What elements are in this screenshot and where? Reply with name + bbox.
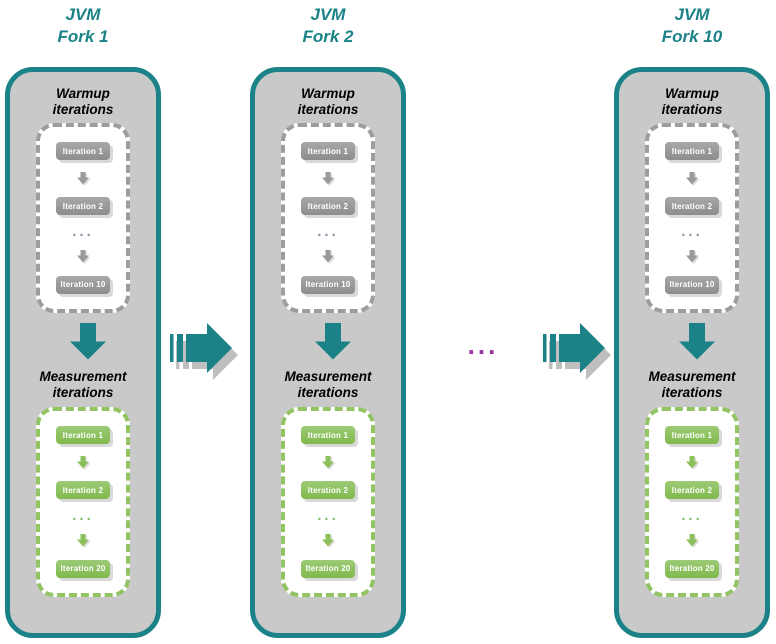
- fork-container: Warmup iterations Iteration 1 Iteration 2…: [5, 67, 161, 638]
- iteration-flow-arrow-icon: [321, 171, 336, 186]
- warmup-iteration-item: Iteration 2: [301, 197, 355, 216]
- warmup-iterations-ellipsis: ...: [72, 226, 94, 239]
- measurement-label-line1: Measurement: [648, 369, 736, 384]
- fork-title-line1: JVM: [310, 5, 346, 24]
- fork-title: JVM Fork 10: [594, 4, 776, 48]
- iteration-flow-arrow-icon: [685, 171, 700, 186]
- fork-title-line2: Fork 2: [302, 27, 354, 46]
- fork-transition-arrow-icon: [170, 323, 238, 380]
- warmup-iterations-box: Iteration 1 Iteration 2... Iteration 10: [281, 123, 375, 313]
- warmup-label-line2: iterations: [297, 102, 359, 117]
- iteration-flow-arrow-icon: [321, 534, 336, 549]
- iteration-flow-arrow-icon: [76, 534, 91, 549]
- iteration-flow-arrow-icon: [685, 534, 700, 549]
- measurement-label: Measurement iterations: [255, 369, 401, 401]
- warmup-iteration-item: Iteration 10: [301, 275, 355, 294]
- warmup-label-line2: iterations: [661, 102, 723, 117]
- forks-ellipsis: ...: [467, 334, 499, 358]
- warmup-label: Warmup iterations: [255, 86, 401, 118]
- measurement-label-line2: iterations: [52, 385, 114, 400]
- warmup-iteration-item: Iteration 2: [56, 197, 110, 216]
- fork-title-line2: Fork 1: [57, 27, 109, 46]
- iteration-flow-arrow-icon: [76, 250, 91, 265]
- measurement-iteration-item: Iteration 2: [301, 481, 355, 500]
- warmup-iterations-ellipsis: ...: [681, 226, 703, 239]
- measurement-iteration-item: Iteration 20: [665, 559, 719, 578]
- measurement-iteration-item: Iteration 1: [56, 426, 110, 444]
- warmup-label: Warmup iterations: [10, 86, 156, 118]
- fork-container: Warmup iterations Iteration 1 Iteration 2…: [250, 67, 406, 638]
- fork-title: JVM Fork 1: [0, 4, 181, 48]
- jvm-fork-column-3: JVM Fork 10 Warmup iterations Iteration …: [614, 0, 770, 644]
- measurement-iteration-item: Iteration 2: [665, 481, 719, 500]
- fork-title-line1: JVM: [674, 5, 710, 24]
- warmup-iteration-item: Iteration 1: [665, 142, 719, 160]
- warmup-label-line1: Warmup: [665, 86, 719, 101]
- fork-title: JVM Fork 2: [230, 4, 426, 48]
- iteration-flow-arrow-icon: [76, 171, 91, 186]
- measurement-label: Measurement iterations: [619, 369, 765, 401]
- fork-title-line1: JVM: [65, 5, 101, 24]
- measurement-iterations-ellipsis: ...: [317, 510, 339, 523]
- jvm-fork-column-2: JVM Fork 2 Warmup iterations Iteration 1…: [250, 0, 406, 644]
- measurement-iterations-ellipsis: ...: [681, 510, 703, 523]
- measurement-label-line1: Measurement: [284, 369, 372, 384]
- iteration-flow-arrow-icon: [685, 250, 700, 265]
- warmup-iterations-box: Iteration 1 Iteration 2... Iteration 10: [645, 123, 739, 313]
- warmup-to-measurement-arrow-icon: [679, 323, 715, 360]
- measurement-iteration-item: Iteration 2: [56, 481, 110, 500]
- measurement-label: Measurement iterations: [10, 369, 156, 401]
- warmup-to-measurement-arrow-icon: [70, 323, 106, 360]
- iteration-flow-arrow-icon: [76, 455, 91, 470]
- measurement-iterations-ellipsis: ...: [72, 510, 94, 523]
- iteration-flow-arrow-icon: [321, 250, 336, 265]
- jvm-fork-column-1: JVM Fork 1 Warmup iterations Iteration 1…: [5, 0, 161, 644]
- warmup-iteration-item: Iteration 1: [56, 142, 110, 160]
- warmup-label-line1: Warmup: [301, 86, 355, 101]
- fork-container: Warmup iterations Iteration 1 Iteration 2…: [614, 67, 770, 638]
- warmup-iteration-item: Iteration 10: [56, 275, 110, 294]
- measurement-iterations-box: Iteration 1 Iteration 2... Iteration 20: [645, 407, 739, 597]
- warmup-iteration-item: Iteration 1: [301, 142, 355, 160]
- iteration-flow-arrow-icon: [321, 455, 336, 470]
- measurement-iterations-box: Iteration 1 Iteration 2... Iteration 20: [36, 407, 130, 597]
- warmup-iterations-box: Iteration 1 Iteration 2... Iteration 10: [36, 123, 130, 313]
- fork-title-line2: Fork 10: [661, 27, 723, 46]
- warmup-iterations-ellipsis: ...: [317, 226, 339, 239]
- measurement-iteration-item: Iteration 20: [56, 559, 110, 578]
- warmup-label-line2: iterations: [52, 102, 114, 117]
- warmup-iteration-item: Iteration 10: [665, 275, 719, 294]
- iteration-flow-arrow-icon: [685, 455, 700, 470]
- measurement-label-line2: iterations: [297, 385, 359, 400]
- warmup-to-measurement-arrow-icon: [315, 323, 351, 360]
- warmup-label: Warmup iterations: [619, 86, 765, 118]
- measurement-label-line1: Measurement: [39, 369, 127, 384]
- measurement-iteration-item: Iteration 1: [301, 426, 355, 444]
- measurement-label-line2: iterations: [661, 385, 723, 400]
- warmup-iteration-item: Iteration 2: [665, 197, 719, 216]
- measurement-iteration-item: Iteration 20: [301, 559, 355, 578]
- fork-transition-arrow-icon: [543, 323, 611, 380]
- measurement-iteration-item: Iteration 1: [665, 426, 719, 444]
- warmup-label-line1: Warmup: [56, 86, 110, 101]
- measurement-iterations-box: Iteration 1 Iteration 2... Iteration 20: [281, 407, 375, 597]
